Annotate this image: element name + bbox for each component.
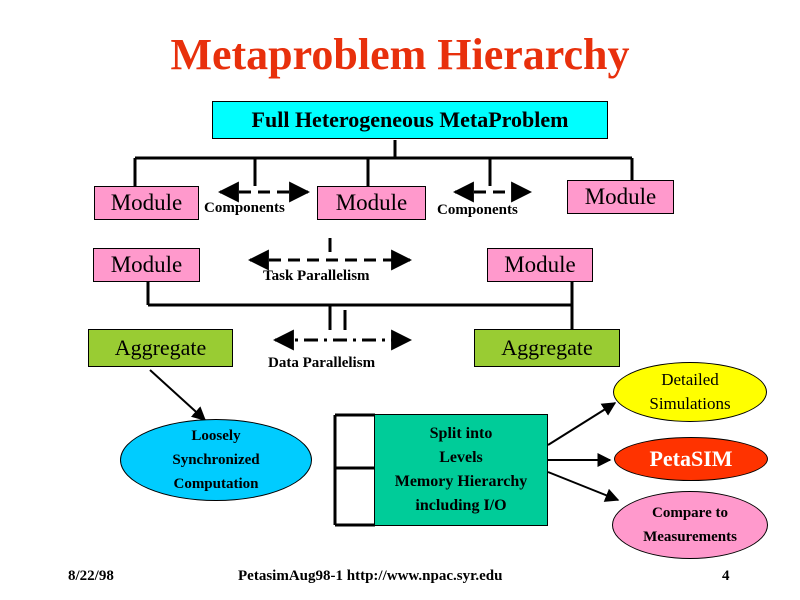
loosely-synchronized-ellipse: Loosely Synchronized Computation xyxy=(120,419,312,501)
split-line-2: Levels xyxy=(439,449,483,466)
module-box-row1-right: Module xyxy=(567,180,674,214)
compare-line-1: Compare to xyxy=(652,505,728,521)
components-label-2: Components xyxy=(437,202,518,218)
aggregate-box-right: Aggregate xyxy=(474,329,620,367)
loosely-line-1: Loosely xyxy=(191,428,241,444)
components-label-1: Components xyxy=(204,200,285,216)
footer-date: 8/22/98 xyxy=(68,568,114,584)
module-box-row1-mid: Module xyxy=(317,186,426,220)
module-box-row2-left: Module xyxy=(93,248,200,282)
footer-center: PetasimAug98-1 http://www.npac.syr.edu xyxy=(238,568,503,584)
compare-measurements-ellipse: Compare to Measurements xyxy=(612,491,768,559)
detailed-simulations-ellipse: Detailed Simulations xyxy=(613,362,767,422)
detailed-line-2: Simulations xyxy=(649,394,731,413)
detailed-line-1: Detailed xyxy=(661,370,719,389)
loosely-line-3: Computation xyxy=(173,476,259,492)
data-parallelism-label: Data Parallelism xyxy=(268,355,376,371)
loosely-line-2: Synchronized xyxy=(172,452,260,468)
split-line-4: including I/O xyxy=(415,497,507,514)
split-line-3: Memory Hierarchy xyxy=(394,473,528,490)
metaproblem-box: Full Heterogeneous MetaProblem xyxy=(212,101,608,139)
compare-line-2: Measurements xyxy=(643,529,737,545)
split-levels-box: Split into Levels Memory Hierarchy inclu… xyxy=(374,414,548,526)
aggregate-box-left: Aggregate xyxy=(88,329,233,367)
split-line-1: Split into xyxy=(429,425,493,442)
module-box-row2-right: Module xyxy=(487,248,593,282)
page-title: Metaproblem Hierarchy xyxy=(170,30,630,79)
task-parallelism-label: Task Parallelism xyxy=(263,268,370,284)
petasim-ellipse: PetaSIM xyxy=(614,437,768,481)
module-box-row1-left: Module xyxy=(94,186,199,220)
page-number: 4 xyxy=(722,568,730,584)
